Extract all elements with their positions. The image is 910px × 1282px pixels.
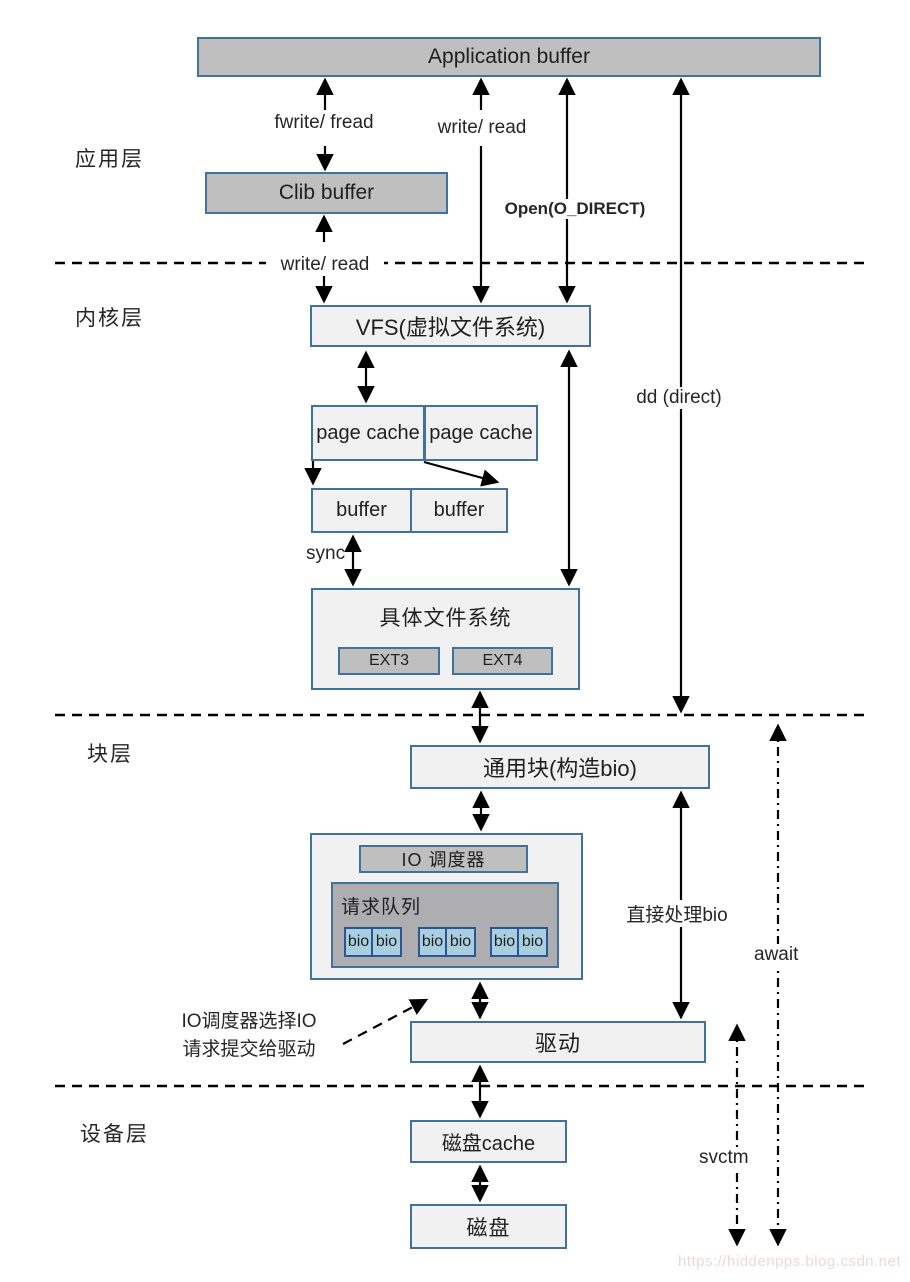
bio-cell: bio	[490, 927, 519, 957]
bio-cell: bio	[519, 927, 548, 957]
application-buffer-box: Application buffer	[197, 37, 821, 77]
vfs-box: VFS(虚拟文件系统)	[310, 305, 591, 347]
disk-cache-box: 磁盘cache	[410, 1120, 567, 1163]
bio-pair-1: bio bio	[344, 927, 402, 957]
scheduler-annotation-line2: 请求提交给驱动	[182, 1038, 316, 1060]
sync-label: sync	[306, 543, 346, 564]
generic-block-box: 通用块(构造bio)	[410, 745, 710, 789]
page-cache-box-right: page cache	[424, 405, 538, 461]
bio-pair-2: bio bio	[418, 927, 476, 957]
request-queue-label: 请求队列	[341, 897, 422, 918]
watermark-text: https://hiddenpps.blog.csdn.net	[678, 1253, 902, 1270]
io-scheduler-box: IO 调度器	[359, 845, 528, 873]
layer-label-kernel: 内核层	[75, 307, 144, 330]
svctm-label: svctm	[696, 1147, 752, 1169]
write-read-kernel-label: write/ read	[266, 254, 384, 276]
bio-cell: bio	[373, 927, 402, 957]
clib-buffer-box: Clib buffer	[205, 172, 448, 214]
layer-label-application: 应用层	[75, 148, 144, 171]
await-label: await	[751, 944, 802, 966]
disk-box: 磁盘	[410, 1204, 567, 1249]
open-odirect-label: Open(O_DIRECT)	[501, 199, 649, 219]
bio-pair-3: bio bio	[490, 927, 548, 957]
ext3-box: EXT3	[338, 647, 440, 675]
ext4-box: EXT4	[452, 647, 553, 675]
arrow-pagecache-buffer-diagonal	[423, 460, 500, 487]
page-cache-box-left: page cache	[311, 405, 425, 461]
bio-cell: bio	[447, 927, 476, 957]
layer-label-block: 块层	[87, 743, 133, 766]
buffer-box-right: buffer	[410, 488, 508, 533]
direct-bio-label: 直接处理bio	[611, 900, 743, 927]
buffer-box-left: buffer	[311, 488, 412, 533]
bio-cell: bio	[418, 927, 447, 957]
bio-cell: bio	[344, 927, 373, 957]
concrete-fs-title: 具体文件系统	[379, 607, 512, 630]
scheduler-annotation-line1: IO调度器选择IO	[181, 1011, 317, 1032]
layer-label-device: 设备层	[80, 1123, 149, 1146]
write-read-top-label: write/ read	[437, 117, 527, 138]
scheduler-annotation: IO调度器选择IO 请求提交给驱动	[158, 1008, 340, 1063]
dd-direct-label: dd (direct)	[623, 387, 735, 409]
driver-box: 驱动	[410, 1021, 706, 1063]
fwrite-fread-label: fwrite/ fread	[274, 112, 374, 133]
